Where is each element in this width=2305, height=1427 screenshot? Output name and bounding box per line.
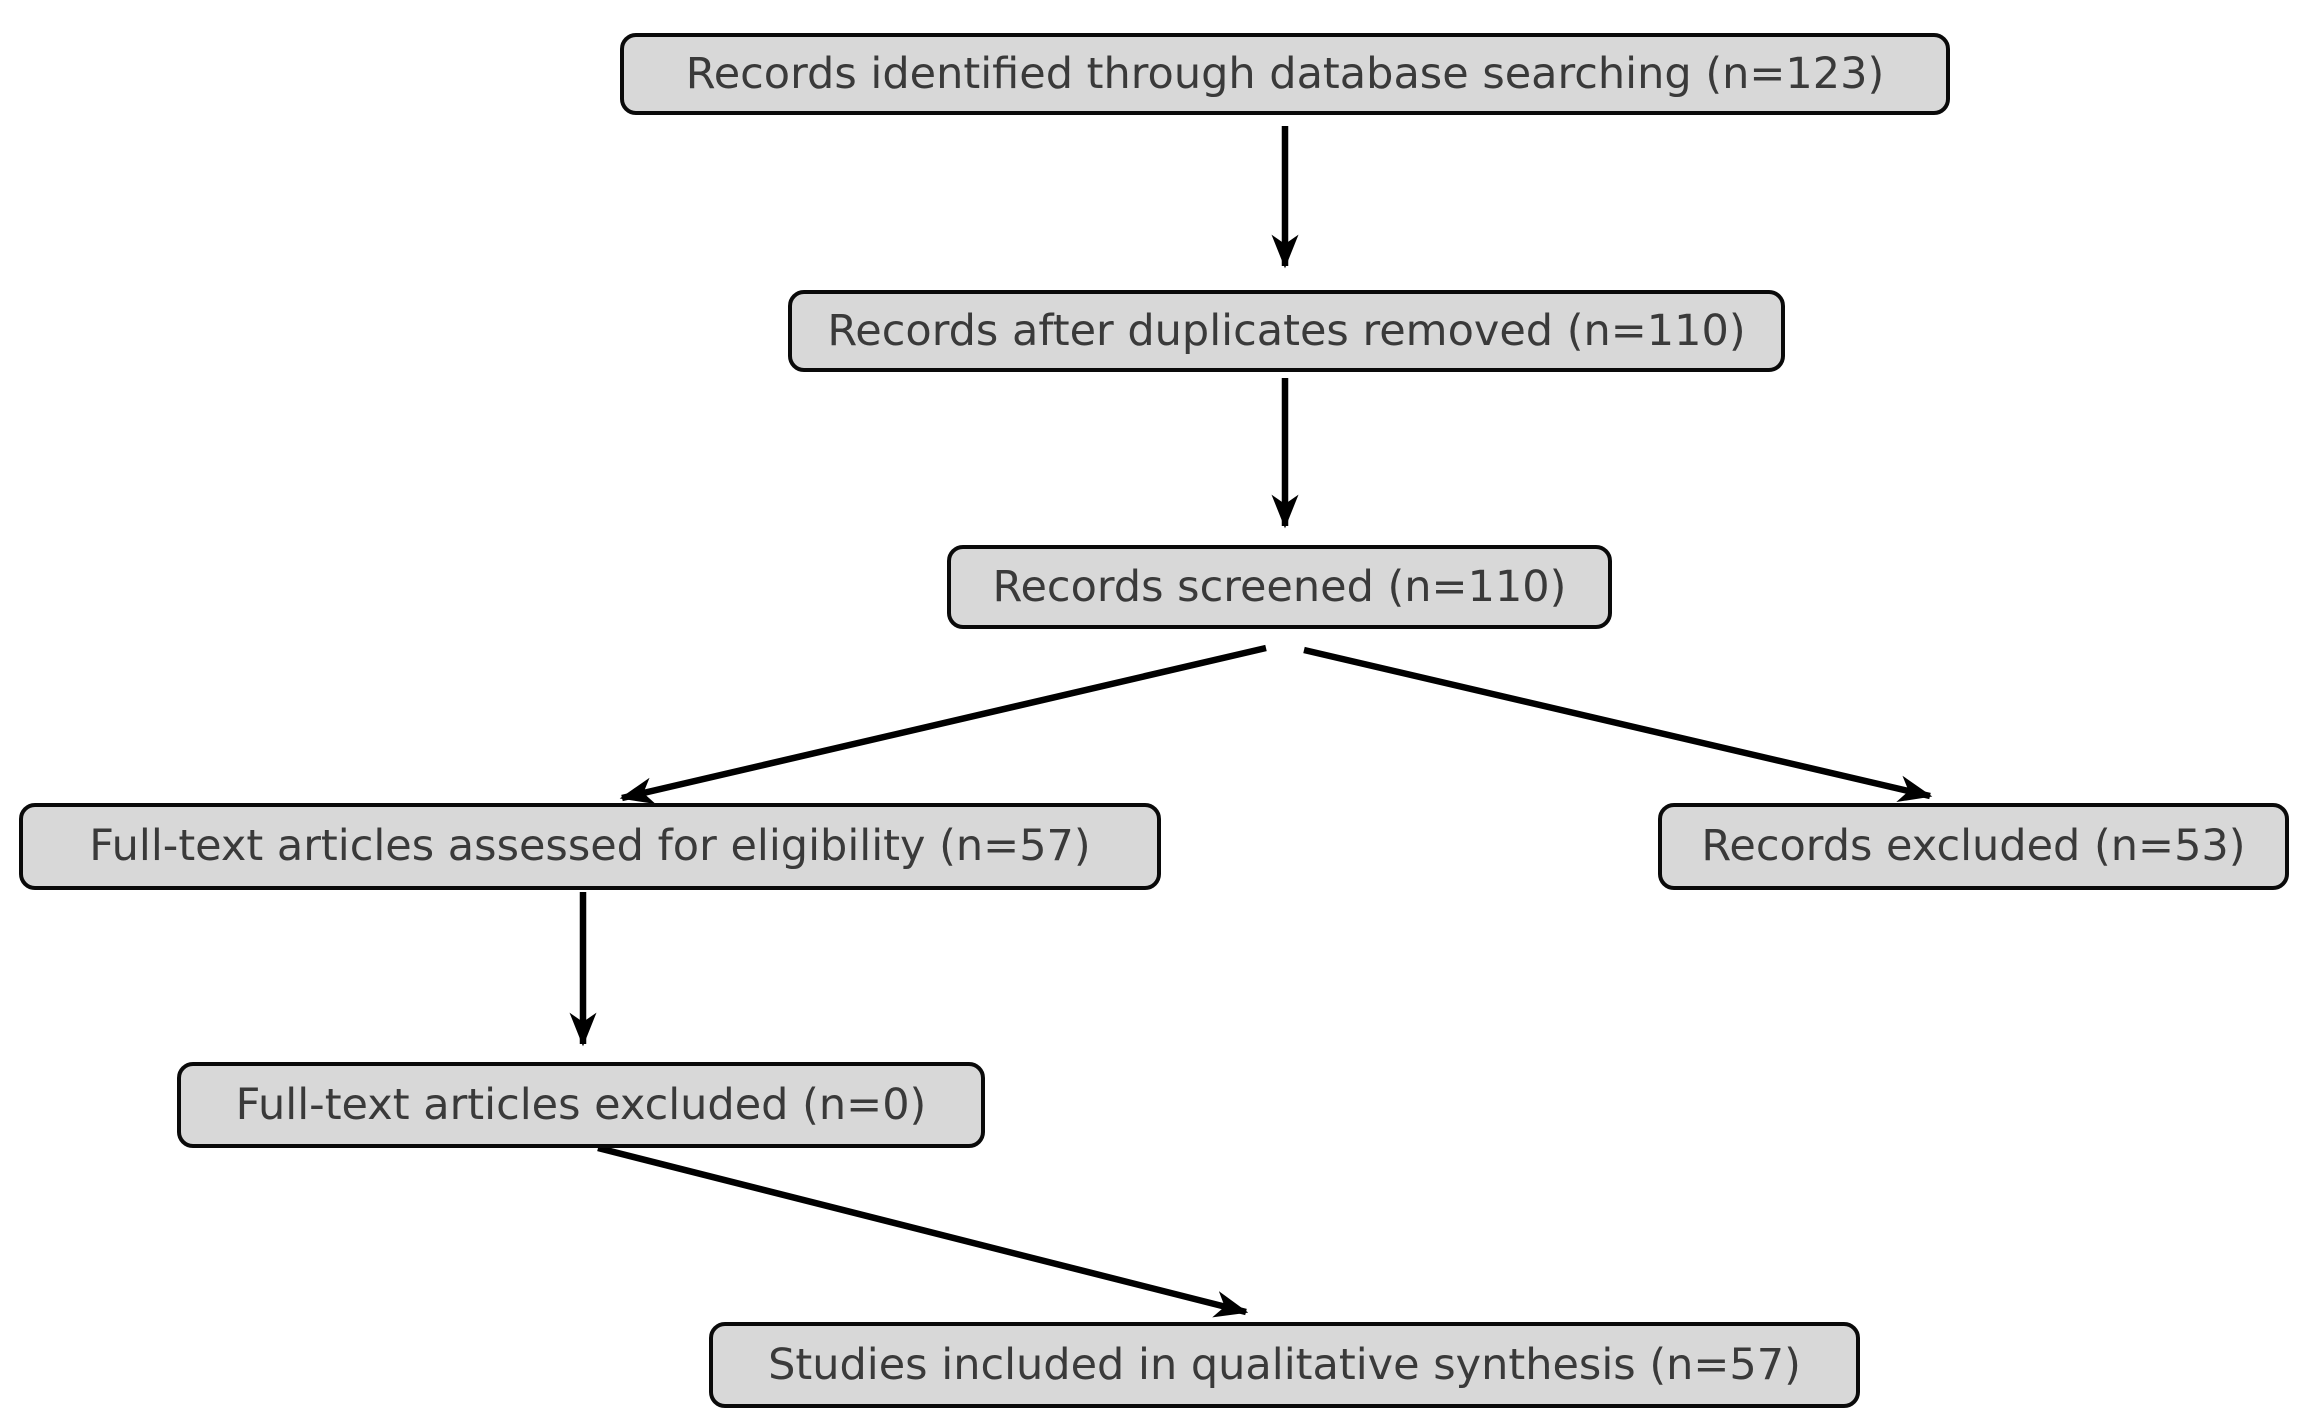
node-fulltext-excluded: Full-text articles excluded (n=0) [177,1062,985,1148]
node-records-excluded: Records excluded (n=53) [1658,803,2289,890]
arrow-screened-to-excluded [1303,646,1933,803]
arrow-screened-to-assessed [619,644,1267,805]
node-records-after-duplicates: Records after duplicates removed (n=110) [788,290,1785,372]
arrow-fulltext-excluded-to-included [597,1144,1249,1318]
node-studies-included-qualitative: Studies included in qualitative synthesi… [709,1322,1860,1408]
node-records-screened: Records screened (n=110) [947,545,1612,629]
node-records-identified: Records identified through database sear… [620,33,1950,115]
node-fulltext-assessed: Full-text articles assessed for eligibil… [19,803,1161,890]
